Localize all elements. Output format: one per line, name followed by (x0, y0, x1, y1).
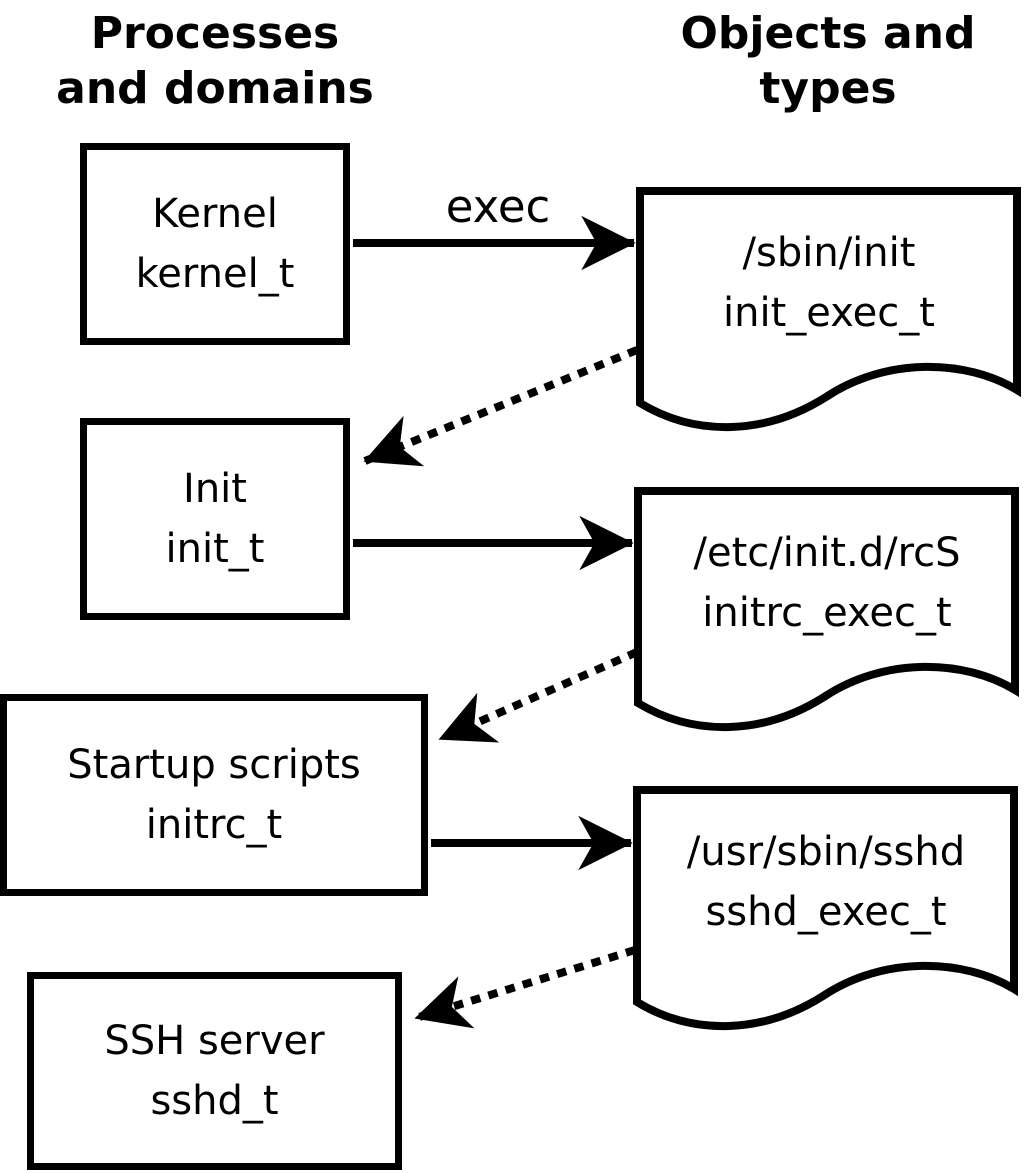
process-domain-type: kernel_t (135, 251, 295, 297)
document-outline (634, 487, 1019, 732)
process-name: SSH server (104, 1018, 325, 1064)
object-label: /usr/sbin/sshd sshd_exec_t (633, 822, 1019, 942)
process-name: Startup scripts (67, 742, 361, 788)
process-box-ssh-server: SSH server sshd_t (27, 972, 402, 1170)
object-label: /sbin/init init_exec_t (636, 223, 1022, 343)
process-domain-type: sshd_t (150, 1078, 279, 1124)
exec-arrow-label: exec (445, 180, 551, 233)
object-document-etc-initd-rcs: /etc/init.d/rcS initrc_exec_t (634, 487, 1020, 747)
object-document-usr-sbin-sshd: /usr/sbin/sshd sshd_exec_t (633, 786, 1019, 1046)
header-line: Processes (90, 8, 340, 59)
header-line: types (759, 63, 897, 114)
header-line: and domains (56, 63, 374, 114)
column-header-objects: Objects and types (618, 6, 1024, 116)
object-file-type: init_exec_t (723, 290, 935, 336)
object-label: /etc/init.d/rcS initrc_exec_t (634, 523, 1020, 643)
object-document-sbin-init: /sbin/init init_exec_t (636, 187, 1022, 447)
transition-arrow-sshdexec-to-sshd (414, 946, 637, 1029)
document-shape (634, 487, 1019, 732)
transition-arrow-initrcexec-to-initrc (438, 648, 639, 743)
object-path: /etc/init.d/rcS (693, 530, 961, 576)
process-box-kernel: Kernel kernel_t (80, 143, 350, 345)
document-outline (636, 187, 1021, 432)
process-domain-type: init_t (165, 526, 265, 572)
transition-arrow-initexec-to-init (363, 346, 639, 467)
object-path: /sbin/init (742, 230, 916, 276)
document-shape (633, 786, 1018, 1031)
process-box-startup-scripts: Startup scripts initrc_t (0, 694, 428, 896)
process-name: Kernel (152, 191, 278, 237)
document-outline (633, 786, 1018, 1031)
object-file-type: sshd_exec_t (705, 889, 947, 935)
process-box-init: Init init_t (80, 418, 350, 620)
process-name: Init (183, 466, 247, 512)
document-shape (636, 187, 1021, 432)
object-path: /usr/sbin/sshd (686, 829, 966, 875)
header-line: Objects and (680, 8, 976, 59)
object-file-type: initrc_exec_t (702, 590, 952, 636)
column-header-processes: Processes and domains (0, 6, 430, 116)
process-domain-type: initrc_t (145, 802, 283, 848)
